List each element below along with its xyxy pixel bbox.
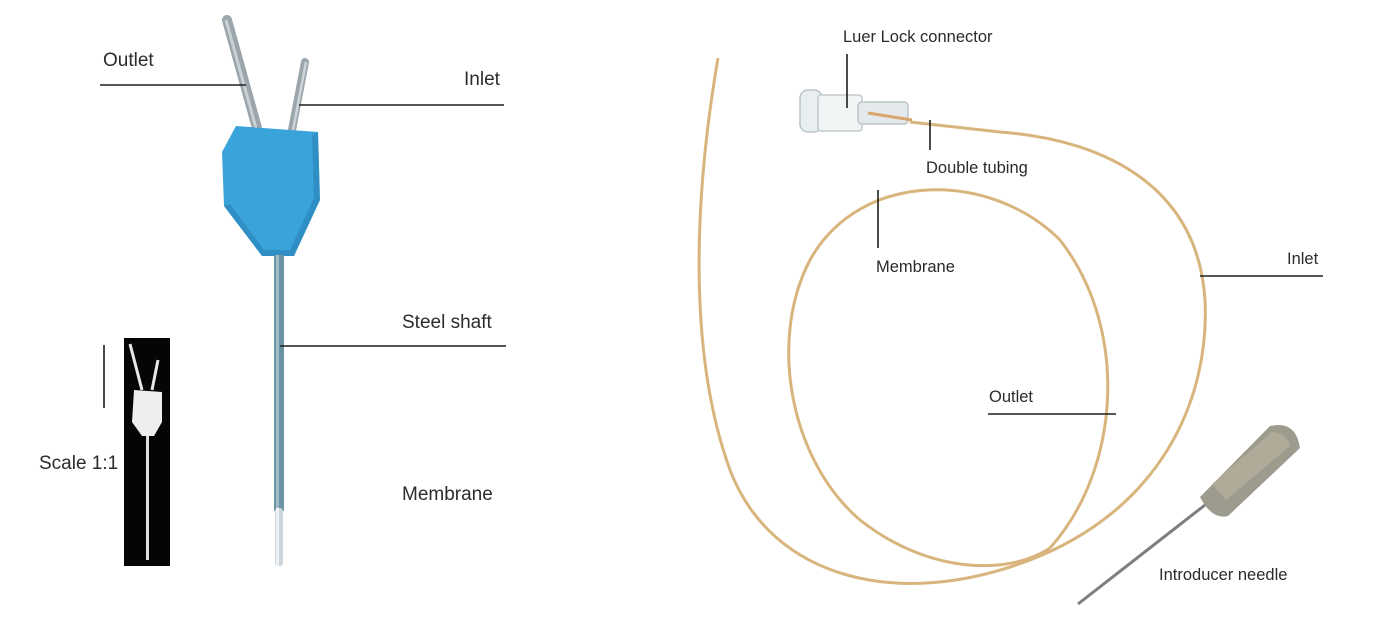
scale-probe-silhouette (128, 343, 162, 560)
label-outlet-right: Outlet (989, 388, 1034, 406)
membrane-loop (787, 188, 1110, 568)
scale-thumbnail (124, 338, 170, 566)
right-leader-lines (846, 54, 1323, 415)
label-steel-shaft: Steel shaft (402, 312, 492, 333)
label-inlet-left: Inlet (464, 69, 500, 90)
luer-lock-connector (799, 89, 913, 133)
label-scale: Scale 1:1 (39, 453, 119, 474)
label-luer-lock: Luer Lock connector (843, 28, 993, 46)
introducer-needle (1077, 424, 1300, 606)
label-double-tubing: Double tubing (926, 159, 1028, 177)
label-inlet-right: Inlet (1287, 250, 1319, 268)
label-membrane-left: Membrane (402, 484, 493, 505)
long-tubing (697, 57, 1207, 585)
flexible-tubing (697, 57, 1207, 585)
blue-hub (222, 126, 320, 256)
left-leader-lines (100, 84, 506, 408)
label-membrane-right: Membrane (876, 258, 955, 276)
rigid-probe (222, 15, 320, 566)
label-introducer-needle: Introducer needle (1159, 566, 1288, 584)
label-outlet-left: Outlet (103, 50, 154, 71)
